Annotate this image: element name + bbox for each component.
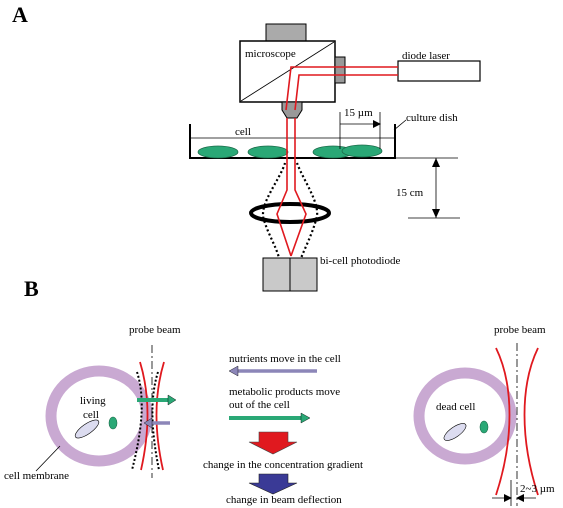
living-cell-nucleus-oval — [74, 419, 100, 439]
probe-beam-left-deflected-left — [131, 371, 143, 471]
beam-splitter-line — [240, 41, 335, 102]
living-cell-group: living cell cell membrane — [4, 365, 153, 482]
living-cell-membrane — [45, 365, 153, 467]
probe-beam-left-edge-left — [139, 361, 149, 471]
diode-laser-label: diode laser — [402, 50, 450, 62]
metabolic-label-2: out of the cell — [229, 399, 290, 411]
cell-membrane-label: cell membrane — [4, 470, 69, 482]
diode-laser: diode laser — [397, 50, 481, 82]
microscope-label: microscope — [245, 48, 296, 60]
dead-cell-membrane — [413, 367, 517, 465]
laser-path-top — [285, 66, 398, 111]
dead-cell-label: dead cell — [436, 401, 475, 413]
probe-beam-left-label: probe beam — [129, 324, 181, 336]
gap-dimension: 2~3 µm — [492, 480, 555, 506]
photodiode-half-left — [262, 257, 291, 292]
lens-ring — [249, 202, 331, 224]
right-arrow-icon — [229, 412, 311, 424]
probe-beam-right-edge-right — [523, 347, 539, 496]
photodiode-half-right — [289, 257, 318, 292]
culture-dish-outline — [189, 124, 396, 159]
laser-path-bottom — [276, 118, 307, 257]
distance-15cm-dimension: 15 cm — [395, 157, 460, 219]
concentration-label: change in the concentration gradient — [203, 459, 363, 471]
dead-cell-group: dead cell — [413, 367, 517, 465]
down-arrow-icon-gradient — [248, 431, 298, 455]
panel-b-label: B — [24, 276, 39, 301]
gap-label: 2~3 µm — [520, 483, 555, 495]
metabolic-label-1: metabolic products move — [229, 386, 340, 398]
cell-2 — [247, 145, 289, 159]
dead-cell-organelle — [479, 420, 489, 434]
probe-beam-right: probe beam — [494, 324, 546, 506]
cell-membrane-leader — [35, 445, 61, 472]
cell-label: cell — [235, 126, 251, 138]
dead-cell-nucleus-oval — [443, 423, 467, 441]
legend: nutrients move in the cell metabolic pro… — [203, 353, 363, 506]
probe-beam-left-edge-right — [155, 361, 165, 471]
nutrients-label: nutrients move in the cell — [229, 353, 341, 365]
probe-beam-right-edge-left — [495, 347, 511, 496]
cell-1 — [197, 145, 239, 159]
culture-dish-leader — [393, 119, 407, 131]
culture-dish: culture dish cell — [189, 112, 458, 159]
distance-15cm-label: 15 cm — [396, 187, 424, 199]
deflection-label: change in beam deflection — [226, 494, 342, 506]
living-cell-label-1: living — [80, 395, 106, 407]
microscope-side-knob — [334, 56, 346, 84]
probe-beam-left: probe beam — [129, 324, 181, 478]
panel-a-label: A — [12, 2, 28, 27]
spacing-15um-label: 15 µm — [344, 107, 373, 119]
probe-beam-right-label: probe beam — [494, 324, 546, 336]
beam-cone-dotted — [261, 162, 319, 259]
left-arrow-icon — [228, 365, 317, 377]
down-arrow-icon-deflection — [248, 473, 298, 495]
living-cell-organelle — [108, 416, 118, 430]
cell-4 — [341, 144, 383, 158]
diode-laser-box — [397, 60, 481, 82]
photodiode-label: bi-cell photodiode — [320, 255, 400, 267]
living-cell-label-2: cell — [83, 409, 99, 421]
microscope-top-block — [265, 23, 307, 42]
spacing-15um-dimension: 15 µm — [339, 107, 381, 149]
objective-lens — [281, 101, 303, 119]
culture-dish-label: culture dish — [406, 112, 458, 124]
microscope-assembly: microscope — [239, 23, 346, 119]
bi-cell-photodiode: bi-cell photodiode — [262, 255, 400, 292]
probe-beam-left-deflected-right — [151, 371, 160, 471]
